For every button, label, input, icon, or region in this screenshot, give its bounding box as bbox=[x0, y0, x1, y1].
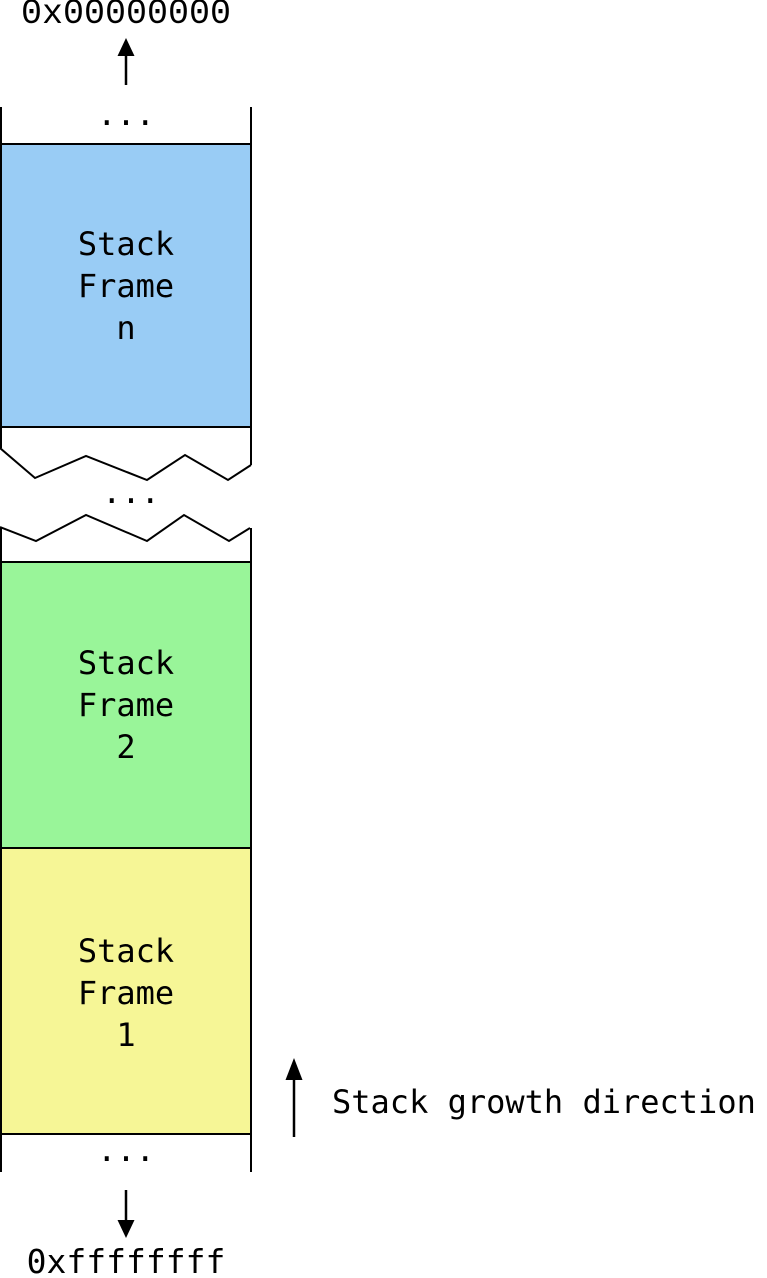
stack-frame-2-box: Stack Frame 2 bbox=[0, 561, 252, 849]
zigzag-edge-lower bbox=[0, 513, 251, 543]
down-arrow-icon bbox=[117, 1190, 135, 1238]
stack-frame-1-label-line3: 1 bbox=[116, 1015, 136, 1054]
stack-column-top-open-section bbox=[0, 107, 252, 143]
torn-region bbox=[0, 428, 252, 563]
stack-growth-arrow-icon bbox=[285, 1058, 303, 1137]
zigzag-edge-upper bbox=[0, 447, 252, 482]
ellipsis-middle: ... bbox=[102, 473, 160, 511]
stack-frame-1-label-line1: Stack bbox=[77, 931, 175, 970]
stack-frame-2-label-line3: 2 bbox=[116, 728, 136, 766]
stack-column-bottom-open-section bbox=[0, 1135, 252, 1172]
arrow-head bbox=[117, 1220, 135, 1238]
bottom-address-label: 0xffffffff bbox=[26, 1242, 226, 1278]
up-arrow-icon bbox=[117, 38, 135, 85]
stack-growth-direction-label: Stack growth direction bbox=[332, 1083, 756, 1121]
stack-frame-1-label-line2: Frame bbox=[77, 973, 175, 1012]
stack-frame-n-box: Stack Frame n bbox=[0, 143, 252, 428]
ellipsis-top: ... bbox=[97, 95, 155, 133]
stack-frame-2-label-line1: Stack bbox=[77, 644, 175, 682]
arrow-head bbox=[117, 38, 135, 56]
arrow-head bbox=[285, 1058, 303, 1080]
stack-frame-1-box: Stack Frame 1 bbox=[0, 849, 252, 1135]
top-address-label: 0x00000000 bbox=[20, 0, 232, 34]
stack-frame-2-label-line2: Frame bbox=[77, 686, 175, 724]
stack-frame-n-label-line3: n bbox=[116, 308, 136, 347]
ellipsis-bottom: ... bbox=[97, 1131, 155, 1169]
stack-frame-n-label-line2: Frame bbox=[77, 266, 175, 305]
stack-frame-n-label-line1: Stack bbox=[77, 224, 175, 263]
